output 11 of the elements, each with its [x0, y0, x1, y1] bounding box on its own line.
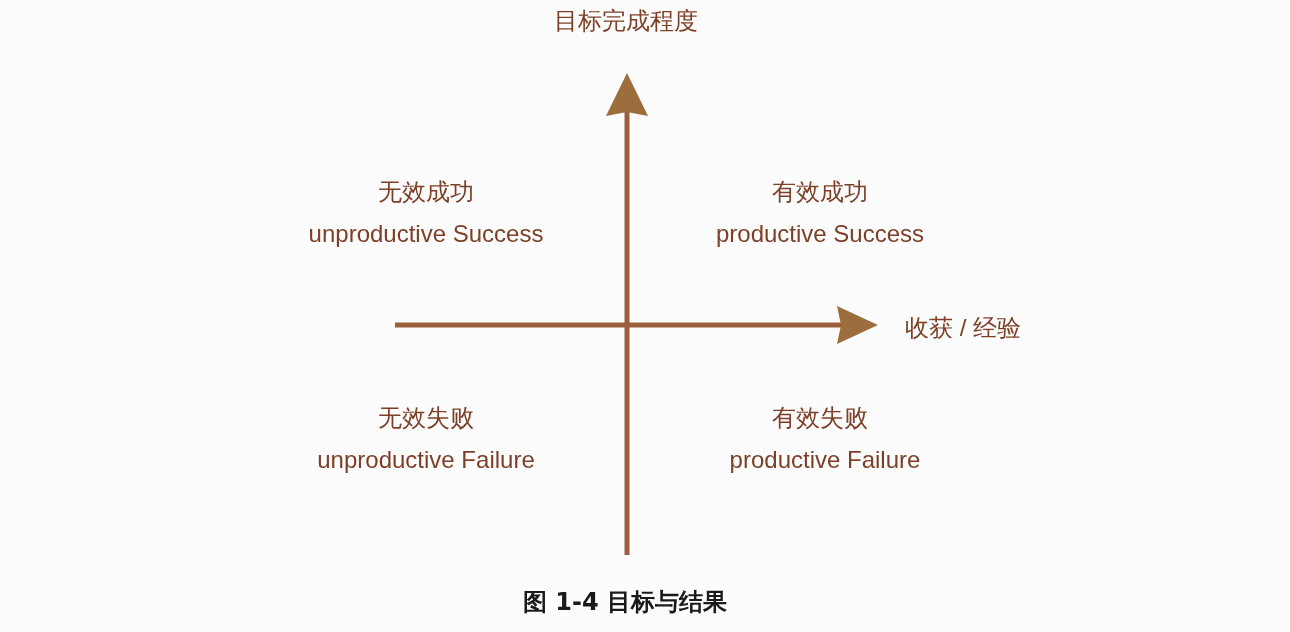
axis-label: 收获 / 经验	[905, 313, 1021, 343]
quadrant-label: 有效失败	[772, 403, 868, 433]
quadrant-label: productive Success	[715, 219, 925, 249]
axis-label: 目标完成程度	[554, 6, 698, 36]
quadrant-label: unproductive Success	[308, 219, 544, 249]
quadrant-label: 有效成功	[772, 177, 868, 207]
quadrant-label: productive Failure	[729, 445, 921, 475]
figure-caption: 图 1-4 目标与结果	[522, 587, 728, 617]
quadrant-label: unproductive Failure	[317, 445, 535, 475]
quadrant-label: 无效成功	[378, 177, 474, 207]
quadrant-label: 无效失败	[378, 403, 474, 433]
